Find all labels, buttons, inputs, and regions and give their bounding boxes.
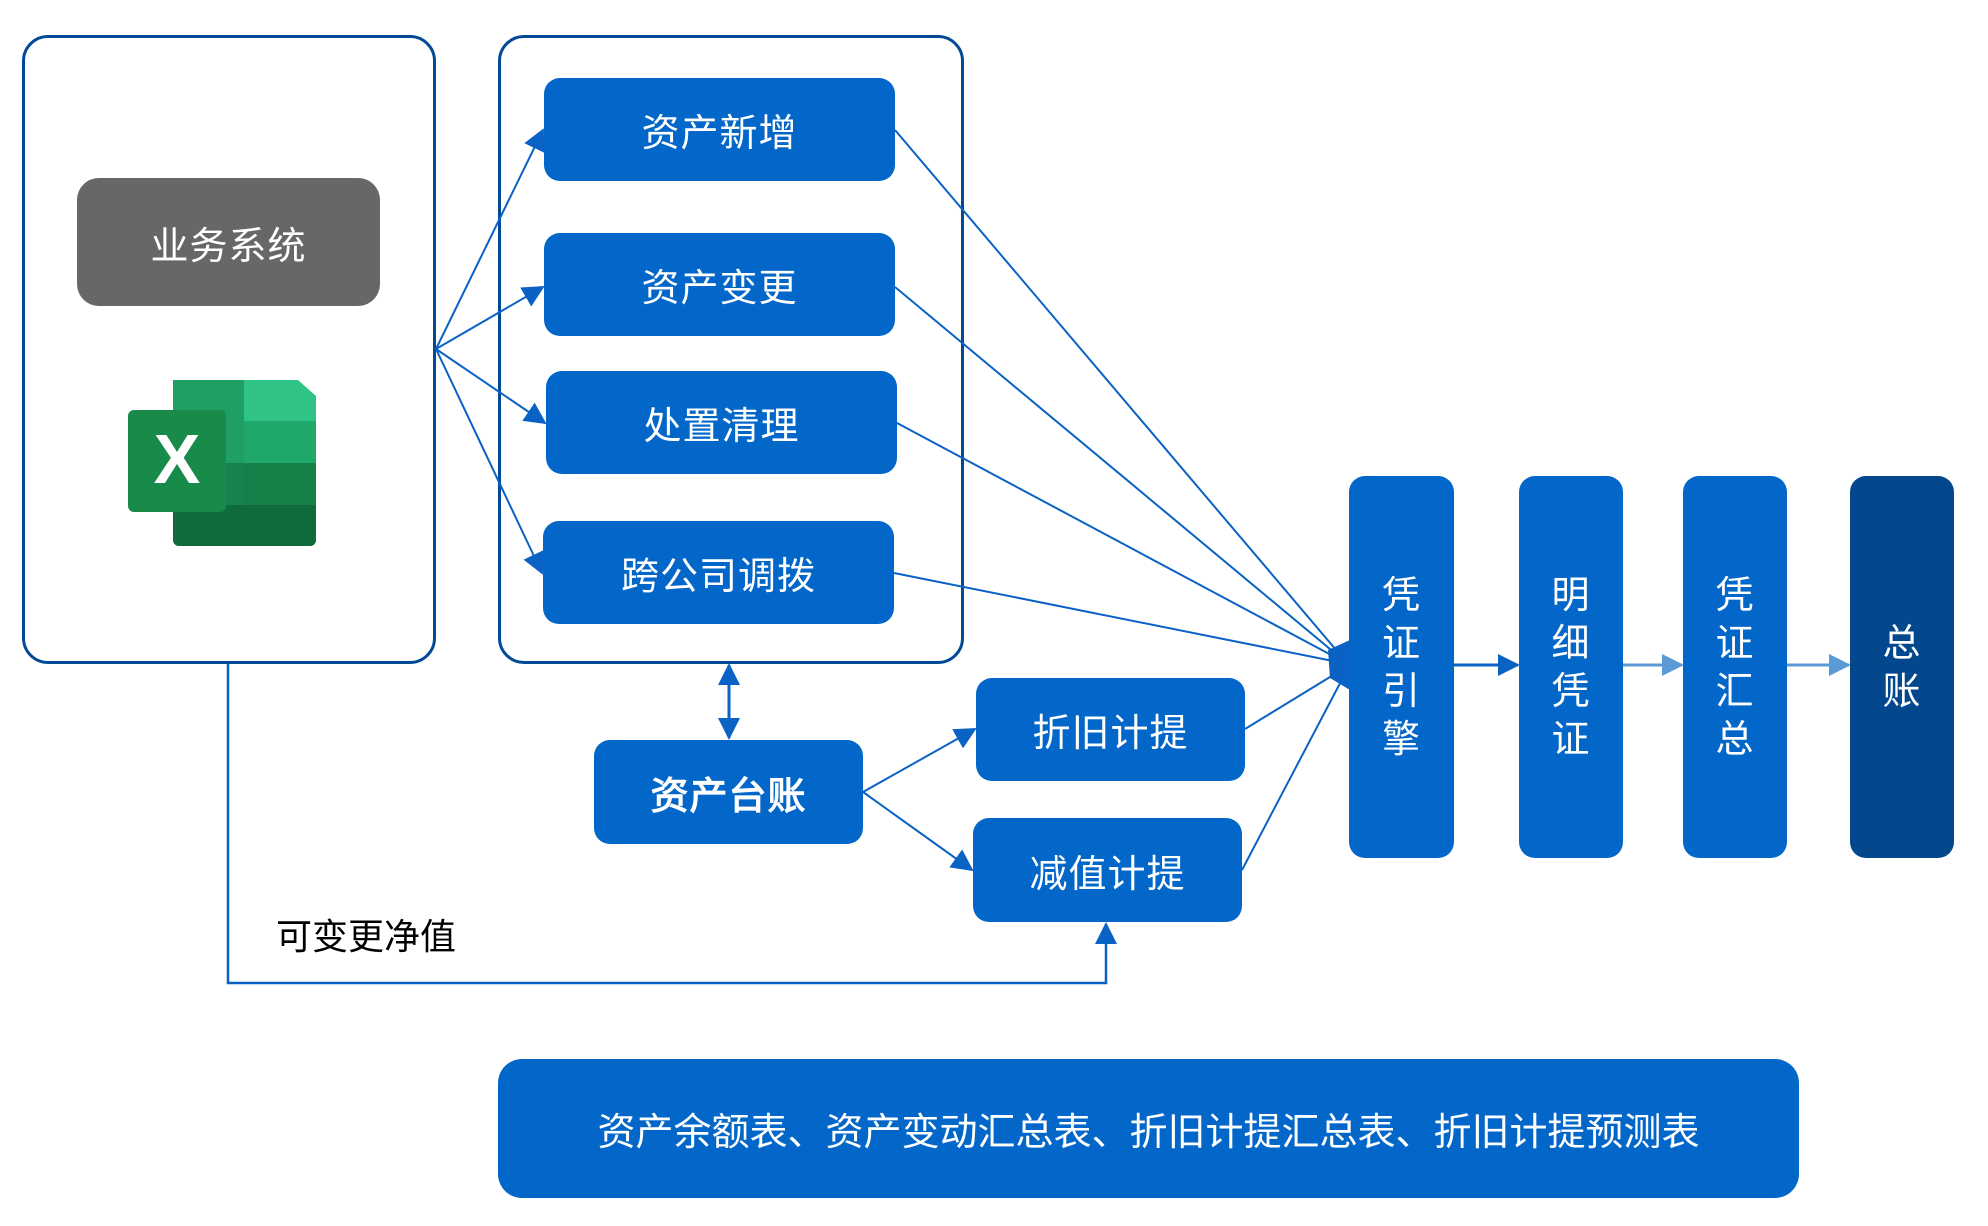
arrow-change-to-engine (894, 286, 1349, 665)
arrow-source-to-disposal (435, 348, 547, 425)
char: 擎 (1381, 717, 1421, 761)
excel-icon[interactable]: X (128, 380, 318, 546)
arrow-impairment-to-engine (1241, 667, 1349, 871)
business-system-label: 业务系统 (150, 223, 307, 268)
arrow-net-value-to-impairment (226, 664, 1117, 985)
voucher-engine[interactable]: 凭 证 引 擎 (1349, 476, 1454, 858)
char: 账 (1882, 669, 1922, 713)
arrow-source-to-change (435, 285, 545, 350)
business-system-button[interactable]: 业务系统 (77, 178, 380, 306)
reports-label: 资产余额表、资产变动汇总表、折旧计提汇总表、折旧计提预测表 (597, 1110, 1700, 1154)
arrow-transfer-to-engine (893, 572, 1349, 668)
arrow-ledger-to-depreciation (862, 728, 977, 793)
asset-ledger[interactable]: 资产台账 (594, 740, 863, 844)
char: 总 (1882, 621, 1922, 665)
arrow-ledger-to-impairment (862, 791, 974, 872)
excel-letter: X (154, 420, 201, 498)
detail-voucher[interactable]: 明 细 凭 证 (1519, 476, 1623, 858)
arrow-disposal-to-engine (896, 422, 1349, 665)
char: 汇 (1715, 669, 1755, 713)
op-label: 跨公司调拨 (620, 554, 816, 598)
provision-label: 减值计提 (1029, 851, 1186, 896)
arrow-addition-to-engine (894, 129, 1349, 665)
op-cross-company-transfer[interactable]: 跨公司调拨 (543, 521, 894, 624)
char: 证 (1715, 621, 1755, 665)
op-disposal[interactable]: 处置清理 (546, 371, 897, 474)
general-ledger[interactable]: 总 账 (1850, 476, 1954, 858)
ledger-label: 资产台账 (650, 773, 807, 818)
net-value-change-label: 可变更净值 (276, 917, 457, 958)
char: 总 (1715, 717, 1755, 761)
char: 证 (1381, 621, 1421, 665)
char: 明 (1551, 573, 1591, 617)
op-label: 资产变更 (641, 266, 798, 310)
char: 凭 (1551, 669, 1591, 713)
op-asset-addition[interactable]: 资产新增 (544, 78, 895, 181)
char: 凭 (1715, 573, 1755, 617)
impairment-provision[interactable]: 减值计提 (973, 818, 1242, 922)
arrow-source-to-addition (435, 128, 545, 350)
char: 凭 (1381, 573, 1421, 617)
voucher-summary[interactable]: 凭 证 汇 总 (1683, 476, 1787, 858)
arrow-source-to-transfer (435, 348, 544, 575)
char: 证 (1551, 717, 1591, 761)
operations-panel (498, 35, 964, 664)
op-asset-change[interactable]: 资产变更 (544, 233, 895, 336)
char: 引 (1381, 669, 1421, 713)
source-panel (22, 35, 436, 664)
engine-arrow-cluster (1328, 640, 1350, 690)
depreciation-provision[interactable]: 折旧计提 (976, 678, 1245, 781)
reports-bar[interactable]: 资产余额表、资产变动汇总表、折旧计提汇总表、折旧计提预测表 (498, 1059, 1799, 1198)
char: 细 (1551, 621, 1591, 665)
provision-label: 折旧计提 (1032, 711, 1189, 755)
op-label: 处置清理 (643, 404, 800, 448)
op-label: 资产新增 (641, 111, 798, 155)
